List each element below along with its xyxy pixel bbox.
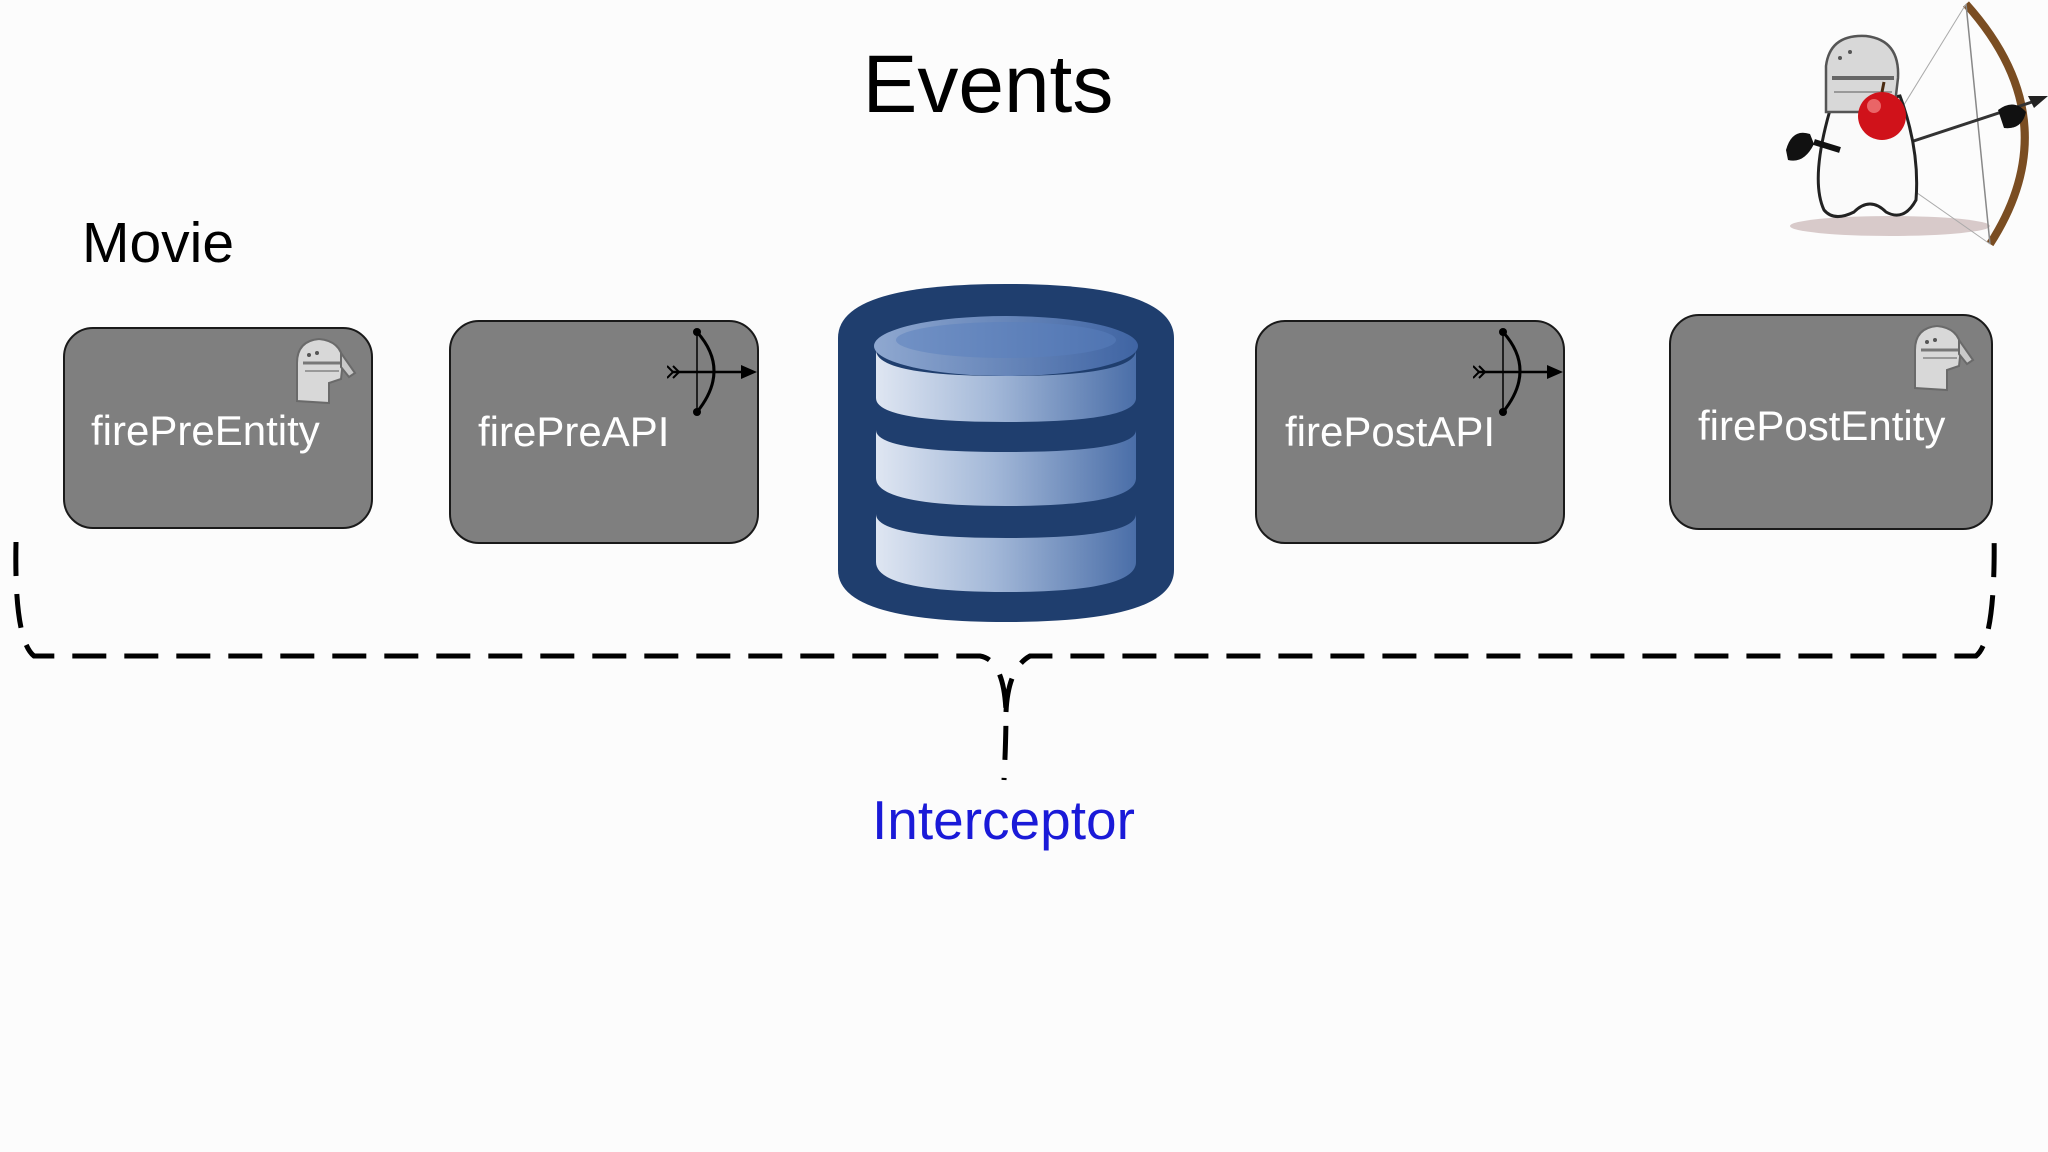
slide-title: Events <box>862 39 1114 130</box>
interceptor-label: Interceptor <box>872 789 1135 851</box>
archer-mascot-icon <box>1786 1 2048 247</box>
event-box-fire-pre-api: firePreAPI <box>449 320 759 544</box>
event-box-fire-post-api: firePostAPI <box>1255 320 1565 544</box>
bow-arrow-icon <box>1473 328 1563 416</box>
event-label: firePreEntity <box>91 407 320 454</box>
event-label: firePostEntity <box>1698 402 1946 449</box>
event-box-fire-pre-entity: firePreEntity <box>63 327 373 529</box>
database-icon <box>838 284 1174 622</box>
entity-label: Movie <box>82 211 235 275</box>
bow-arrow-icon <box>667 328 757 416</box>
event-box-fire-post-entity: firePostEntity <box>1669 314 1993 530</box>
knight-helmet-icon <box>1914 324 1975 392</box>
knight-helmet-icon <box>296 337 357 405</box>
event-label: firePostAPI <box>1285 408 1496 455</box>
event-label: firePreAPI <box>478 408 670 455</box>
